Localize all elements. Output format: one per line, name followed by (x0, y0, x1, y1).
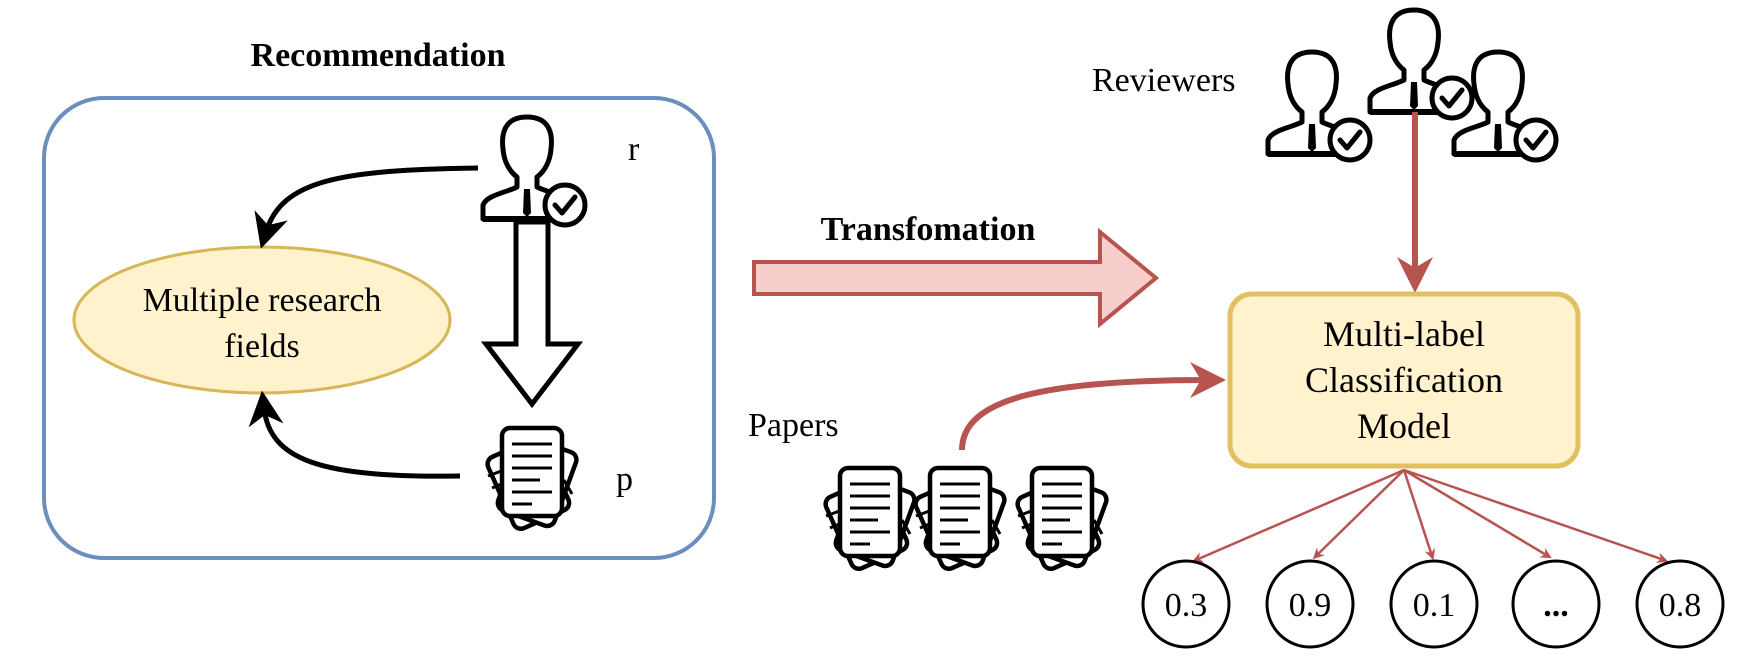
output-arrows (1191, 468, 1669, 564)
paper-stack-icon-1 (823, 468, 917, 571)
model-label-line3: Model (1357, 406, 1451, 446)
reviewer-icon-left (1268, 52, 1370, 160)
reviewer-to-paper-arrow (480, 219, 584, 409)
output-arrow-1 (1191, 468, 1405, 563)
output-arrow-5 (1403, 468, 1669, 564)
output-circle-1 (1141, 559, 1231, 649)
output-value-3: 0.1 (1413, 587, 1456, 624)
research-fields-ellipse (72, 245, 452, 395)
output-value-5: 0.8 (1659, 587, 1702, 624)
classification-model-box (1227, 291, 1581, 469)
paper-stack-icon-2 (913, 468, 1007, 571)
output-circle-3 (1389, 559, 1479, 649)
reviewer-to-fields-arrow (254, 165, 479, 249)
recommendation-title: Recommendation (251, 37, 506, 74)
reviewer-icon-center (1370, 10, 1472, 118)
model-label-line2: Classification (1305, 360, 1503, 400)
transformation-label: Transfomation (821, 211, 1036, 248)
output-circle-4 (1511, 559, 1601, 649)
output-arrow-4 (1403, 468, 1552, 559)
output-circle-2 (1265, 559, 1355, 649)
output-value-2: 0.9 (1289, 587, 1332, 624)
output-value-1: 0.3 (1165, 587, 1208, 624)
reviewers-label: Reviewers (1092, 62, 1236, 99)
output-arrow-2 (1312, 469, 1405, 560)
output-value-4: ... (1543, 587, 1569, 624)
output-arrow-3 (1402, 469, 1436, 561)
reviewer-label-r: r (628, 131, 640, 168)
paper-to-fields-arrow (248, 390, 461, 479)
model-label-line1: Multi-label (1323, 314, 1485, 354)
ellipse-label-line1: Multiple research (143, 282, 382, 319)
transformation-arrow (752, 227, 1160, 329)
papers-to-model-arrow (959, 362, 1226, 451)
ellipse-label-line2: fields (224, 328, 300, 365)
papers-label: Papers (748, 407, 839, 444)
output-circle-5 (1635, 559, 1725, 649)
paper-label-p: p (616, 461, 633, 498)
paper-stack-icon-3 (1015, 468, 1109, 571)
